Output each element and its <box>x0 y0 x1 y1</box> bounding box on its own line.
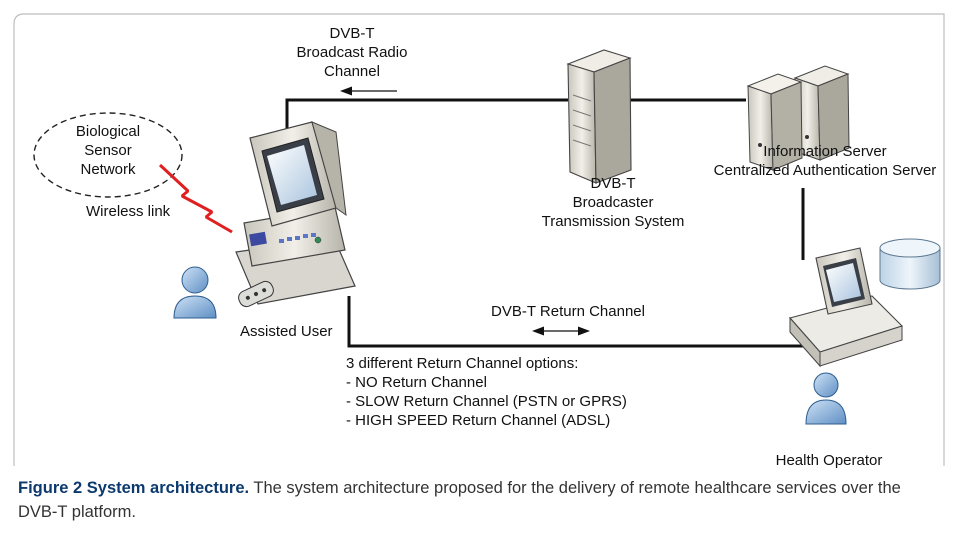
database-disk-icon <box>879 238 941 290</box>
servers-icon <box>746 65 850 171</box>
sensor-network-ellipse <box>33 112 183 198</box>
wireless-link-label: Wireless link <box>86 203 171 220</box>
broadcast-arrow <box>340 86 397 96</box>
caption-label: Figure 2 System architecture. <box>18 479 250 497</box>
assisted-user-person-icon <box>173 266 217 319</box>
sensor-label-line1: Biological <box>76 123 140 140</box>
connection-lines <box>285 98 808 348</box>
caption-text: The system architecture proposed for the… <box>18 479 901 521</box>
options-line4: - HIGH SPEED Return Channel (ADSL) <box>346 412 610 429</box>
remote-control-icon <box>238 280 274 308</box>
options-line3: - SLOW Return Channel (PSTN or GPRS) <box>346 393 627 410</box>
options-line2: - NO Return Channel <box>346 374 487 391</box>
frame-border <box>13 13 945 466</box>
wireless-lightning-icon <box>158 163 233 234</box>
servers-label-line2: Centralized Authentication Server <box>714 162 937 179</box>
sensor-label-line3: Network <box>80 161 136 178</box>
assisted-user-label: Assisted User <box>240 323 333 340</box>
operator-workstation-icon <box>789 247 904 368</box>
options-line1: 3 different Return Channel options: <box>346 355 578 372</box>
servers-label-line1: Information Server <box>763 143 886 160</box>
broadcaster-label-line1: DVB-T <box>591 175 636 192</box>
broadcast-line <box>285 98 568 135</box>
return-arrow <box>532 326 590 336</box>
broadcaster-label-line2: Broadcaster <box>573 194 654 211</box>
assisted-user-computer-icon <box>235 121 356 305</box>
broadcast-label-line2: Broadcast Radio <box>297 44 408 61</box>
broadcast-label-line3: Channel <box>324 63 380 80</box>
architecture-diagram: DVB-T Broadcast Radio Channel Biological… <box>13 13 945 469</box>
broadcaster-label-line3: Transmission System <box>542 213 685 230</box>
broadcaster-tower-icon <box>566 49 632 184</box>
broadcast-label-line1: DVB-T <box>330 25 375 42</box>
return-channel-label: DVB-T Return Channel <box>491 303 645 320</box>
return-line <box>347 296 808 348</box>
health-operator-label: Health Operator <box>776 452 883 469</box>
figure-caption: Figure 2 System architecture. The system… <box>18 476 943 524</box>
health-operator-person-icon <box>805 372 847 425</box>
sensor-label-line2: Sensor <box>84 142 132 159</box>
